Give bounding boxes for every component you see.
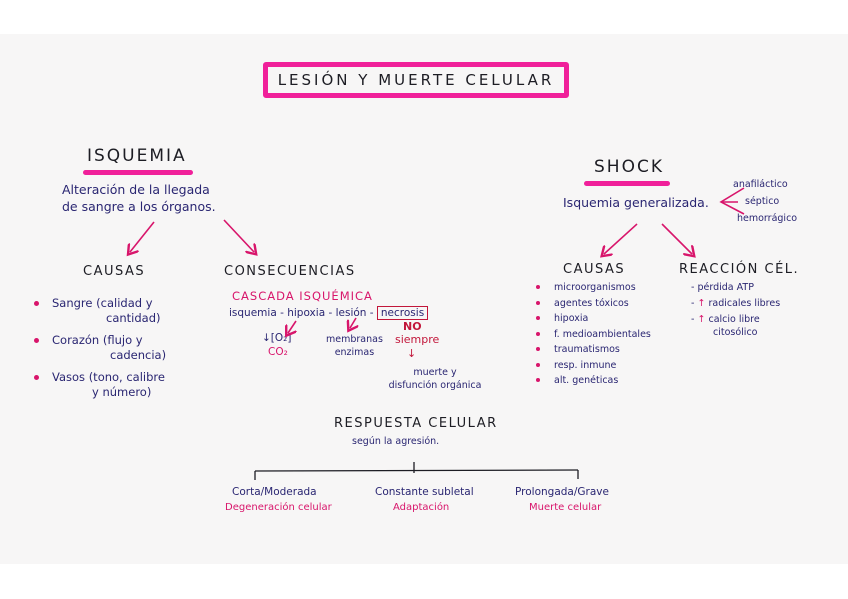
shock-causas-list: microorganismos agentes tóxicos hipoxia … <box>536 281 651 390</box>
shock-heading: SHOCK <box>594 157 664 177</box>
list-item: microorganismos <box>536 281 651 296</box>
item-line2: cantidad) <box>106 311 161 325</box>
list-item: traumatismos <box>536 343 651 358</box>
item-line1: Sangre (calidad y <box>52 296 153 310</box>
shock-type-septico: séptico <box>745 196 780 207</box>
isquemia-highlight <box>83 170 193 175</box>
shock-causas-heading: CAUSAS <box>563 262 626 277</box>
item-line2: cadencia) <box>110 348 167 362</box>
shock-highlight <box>584 181 670 186</box>
item-line2: y número) <box>92 385 152 399</box>
respuesta-subtitle: según la agresión. <box>352 436 440 447</box>
up-arrow-icon: ↑ <box>697 298 706 309</box>
list-item: agentes tóxicos <box>536 297 651 312</box>
isquemia-causas-list: Sangre (calidad y cantidad) Corazón (flu… <box>34 296 166 407</box>
list-item: Corazón (flujo y cadencia) <box>34 333 166 363</box>
co2-note: CO₂ <box>268 346 288 358</box>
isquemia-definition: Alteración de la llegada de sangre a los… <box>62 181 216 215</box>
membranas-enzimas-note: membranas enzimas <box>326 333 383 359</box>
muerte-line1: muerte y <box>413 367 457 378</box>
isquemia-definition-line1: Alteración de la llegada <box>62 182 210 197</box>
cascada-chain: isquemia - hipoxia - lesión - necrosis <box>229 306 429 321</box>
down-arrow-icon: ↓ <box>407 347 417 360</box>
chain-necrosis-boxed: necrosis <box>376 306 429 320</box>
chain-lesion: lesión <box>335 307 367 319</box>
item-text: calcio libre <box>708 314 760 325</box>
o2-note: ↓[O₂] <box>262 332 292 344</box>
chain-sep: - <box>276 307 288 319</box>
isquemia-definition-line2: de sangre a los órganos. <box>62 199 216 214</box>
list-item: - ↑ radicales libres <box>691 297 780 310</box>
branch-result-1: Degeneración celular <box>225 502 332 513</box>
chain-sep: - <box>325 307 336 319</box>
shock-types: anafiláctico séptico hemorrágico <box>733 176 797 227</box>
list-item: alt. genéticas <box>536 374 651 389</box>
list-item: Vasos (tono, calibre y número) <box>34 370 166 400</box>
muerte-disfuncion-note: muerte y disfunción orgánica <box>380 366 490 392</box>
paper-background <box>0 34 848 564</box>
list-item: resp. inmune <box>536 359 651 374</box>
item-line2: citosólico <box>713 327 758 338</box>
item-line1: Vasos (tono, calibre <box>52 370 165 384</box>
list-item: hipoxia <box>536 312 651 327</box>
item-text: pérdida ATP <box>697 282 754 293</box>
branch-result-3: Muerte celular <box>529 502 602 513</box>
up-arrow-icon: ↑ <box>697 314 706 325</box>
shock-definition: Isquemia generalizada. <box>563 195 709 210</box>
branch-condition-2: Constante subletal <box>375 486 474 498</box>
shock-type-hemorragico: hemorrágico <box>737 213 798 224</box>
chain-hipoxia: hipoxia <box>287 307 326 319</box>
list-item: - pérdida ATP <box>691 281 780 294</box>
list-item: - ↑ calcio libre citosólico <box>691 313 780 339</box>
dash: - <box>691 298 695 309</box>
branch-result-2: Adaptación <box>393 502 450 513</box>
reaccion-celular-list: - pérdida ATP - ↑ radicales libres - ↑ c… <box>691 281 780 342</box>
respuesta-celular-heading: RESPUESTA CELULAR <box>334 416 498 431</box>
muerte-line2: disfunción orgánica <box>388 380 482 391</box>
page-title-text: LESIÓN Y MUERTE CELULAR <box>277 71 555 89</box>
no-text: NO <box>403 320 422 333</box>
siempre-text: siempre <box>395 333 440 346</box>
branch-condition-3: Prolongada/Grave <box>515 486 609 498</box>
reaccion-celular-heading: REACCIÓN CÉL. <box>679 262 800 277</box>
list-item: Sangre (calidad y cantidad) <box>34 296 166 326</box>
dash: - <box>691 282 695 293</box>
item-line1: Corazón (flujo y <box>52 333 143 347</box>
shock-type-anafilactico: anafiláctico <box>733 179 788 190</box>
enzimas-text: enzimas <box>334 347 375 358</box>
cascada-isquemica-title: CASCADA ISQUÉMICA <box>232 289 373 303</box>
branch-condition-1: Corta/Moderada <box>232 486 317 498</box>
isquemia-heading: ISQUEMIA <box>87 146 187 166</box>
chain-sep: - <box>366 307 377 319</box>
consecuencias-heading: CONSECUENCIAS <box>224 264 356 279</box>
item-text: radicales libres <box>708 298 781 309</box>
list-item: f. medioambientales <box>536 328 651 343</box>
dash: - <box>691 314 695 325</box>
chain-isquemia: isquemia <box>229 307 277 319</box>
page-title: LESIÓN Y MUERTE CELULAR <box>263 62 569 98</box>
membranas-text: membranas <box>326 334 383 345</box>
isquemia-causas-heading: CAUSAS <box>83 264 146 279</box>
